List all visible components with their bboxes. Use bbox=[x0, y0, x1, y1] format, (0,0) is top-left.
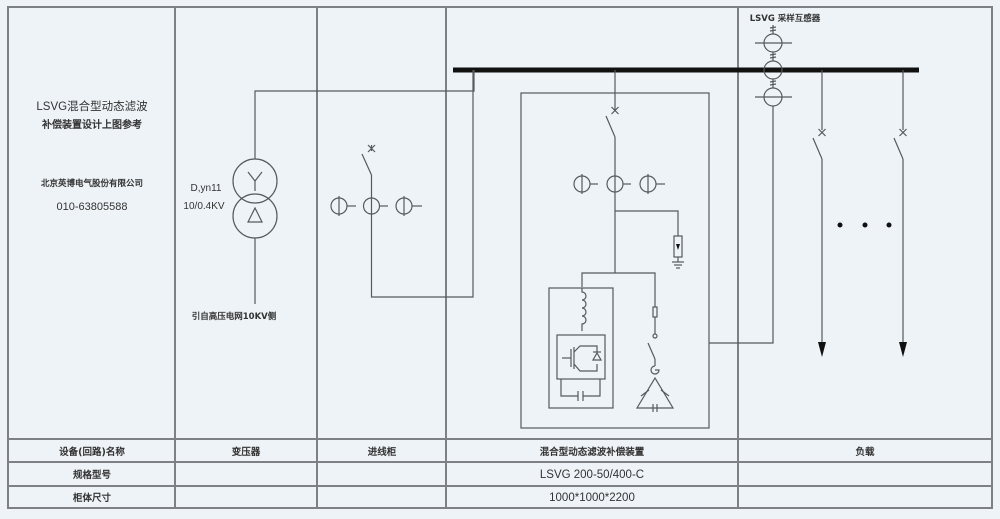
compensation-breaker bbox=[605, 70, 619, 273]
equipment-table: 设备(回路)名称 规格型号 柜体尺寸 变压器 进线柜 混合型动态滤波补偿装置 L… bbox=[59, 446, 875, 504]
transformer-source-note: 引自高压电网10KV侧 bbox=[192, 311, 277, 322]
transformer-voltage: 10/0.4KV bbox=[183, 201, 224, 212]
transformer-winding-delta bbox=[232, 193, 278, 239]
cell-compensation-name: 混合型动态滤波补偿装置 bbox=[540, 446, 645, 458]
company-phone: 010-63805588 bbox=[57, 201, 128, 213]
ct-label: LSVG 采样互感器 bbox=[750, 13, 821, 24]
load-feeder-1 bbox=[812, 70, 826, 357]
load-ellipsis bbox=[837, 222, 892, 228]
active-filter-module bbox=[548, 287, 614, 409]
cell-compensation-size: 1000*1000*2200 bbox=[549, 492, 635, 504]
title-line-2: 补偿装置设计上图参考 bbox=[41, 118, 142, 131]
transformer-vector-group: D,yn11 bbox=[191, 183, 222, 194]
row-header-size: 柜体尺寸 bbox=[72, 492, 112, 504]
outer-frame bbox=[7, 6, 993, 509]
row-header-model: 规格型号 bbox=[73, 469, 112, 481]
sampling-current-transformers bbox=[755, 25, 792, 107]
title-line-1: LSVG混合型动态滤波 bbox=[36, 99, 148, 113]
row-header-name: 设备(回路)名称 bbox=[59, 446, 125, 458]
igbt-block bbox=[556, 334, 606, 380]
incoming-breaker bbox=[361, 70, 474, 298]
cell-transformer-name: 变压器 bbox=[232, 446, 261, 458]
title-block: LSVG混合型动态滤波 补偿装置设计上图参考 北京英博电气股份有限公司 010-… bbox=[36, 99, 148, 213]
incoming-current-transformers bbox=[330, 196, 422, 216]
load-arrow-2 bbox=[899, 342, 907, 357]
load-arrow-1 bbox=[818, 342, 826, 357]
cell-compensation-model: LSVG 200-50/400-C bbox=[540, 469, 644, 481]
surge-arrester bbox=[615, 210, 684, 269]
passive-filter-branch bbox=[635, 306, 675, 412]
company-name: 北京英博电气股份有限公司 bbox=[41, 178, 143, 189]
cell-incoming-name: 进线柜 bbox=[368, 446, 397, 458]
transformer-symbol bbox=[232, 70, 475, 304]
transformer-winding-wye bbox=[232, 158, 278, 204]
cell-load-name: 负载 bbox=[855, 446, 875, 458]
compensation-current-transformers bbox=[573, 174, 665, 194]
load-feeder-2 bbox=[893, 70, 907, 357]
